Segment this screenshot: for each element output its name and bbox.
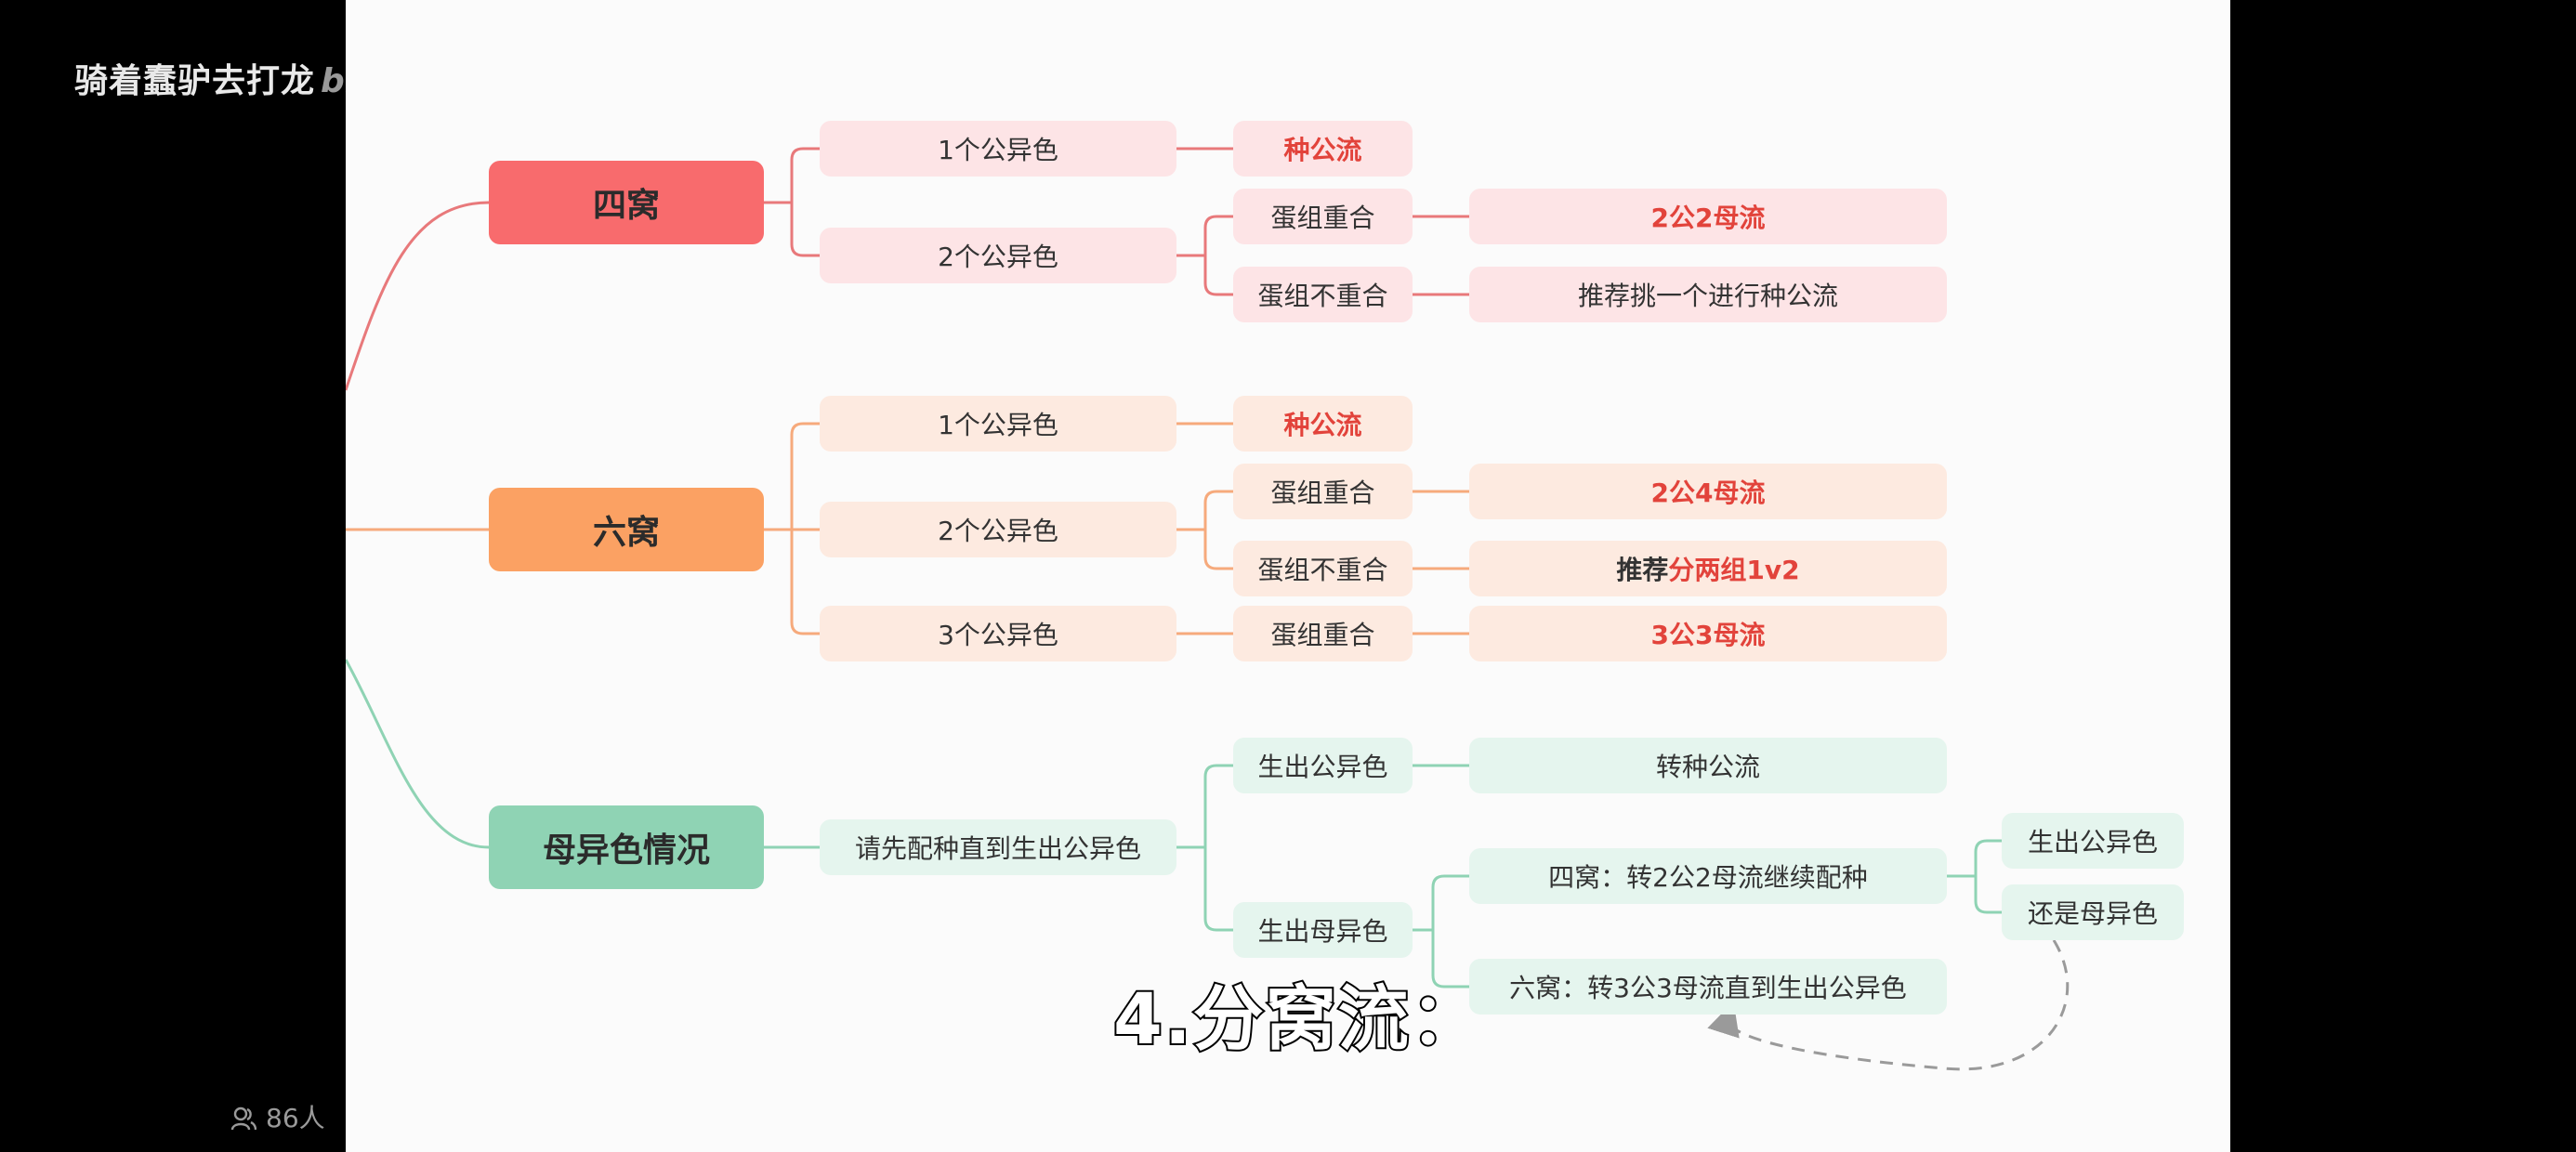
node-outcome-male: 生出公异色 [2002, 813, 2184, 869]
node-outcome-female: 还是母异色 [2002, 884, 2184, 940]
video-frame: 四窝 1个公异色 种公流 2个公异色 蛋组重合 2公2母流 蛋组不重合 推荐挑一… [346, 0, 2230, 1152]
node-six-nest-three-overlap-result: 3公3母流 [1469, 606, 1947, 661]
node-four-nest-overlap-result: 2公2母流 [1469, 189, 1947, 244]
channel-name-text: 骑着蠢驴去打龙 [74, 62, 316, 100]
node-four-nest: 四窝 [489, 161, 764, 244]
node-six-nest-one-male-result: 种公流 [1233, 396, 1413, 452]
node-six-nest-three-male: 3个公异色 [820, 606, 1176, 661]
node-got-male: 生出公异色 [1233, 738, 1413, 793]
node-four-nest-no-overlap-result: 推荐挑一个进行种公流 [1469, 267, 1947, 322]
people-icon [230, 1106, 256, 1131]
node-four-nest-overlap: 蛋组重合 [1233, 189, 1413, 244]
node-six-nest-overlap: 蛋组重合 [1233, 464, 1413, 519]
node-six-nest-overlap-result: 2公4母流 [1469, 464, 1947, 519]
node-four-nest-no-overlap: 蛋组不重合 [1233, 267, 1413, 322]
no-overlap-result-prefix: 推荐 [1616, 555, 1669, 585]
node-six-nest-one-male: 1个公异色 [820, 396, 1176, 452]
mindmap-connectors [346, 147, 2070, 1071]
node-six-nest-two-male: 2个公异色 [820, 502, 1176, 557]
node-four-nest-one-male-result: 种公流 [1233, 121, 1413, 177]
node-four-nest-two-male: 2个公异色 [820, 228, 1176, 283]
node-six-nest: 六窝 [489, 488, 764, 571]
node-four-nest-one-male: 1个公异色 [820, 121, 1176, 177]
subtitle-caption: 4.分窝流： [1111, 975, 1483, 1062]
node-got-male-result: 转种公流 [1469, 738, 1947, 793]
node-six-nest-action: 六窝：转3公3母流直到生出公异色 [1469, 959, 1947, 1015]
node-got-female: 生出母异色 [1233, 902, 1413, 958]
node-female-shiny-step: 请先配种直到生出公异色 [820, 819, 1176, 875]
node-female-shiny: 母异色情况 [489, 805, 764, 889]
node-six-nest-three-overlap: 蛋组重合 [1233, 606, 1413, 661]
node-six-nest-no-overlap-result: 推荐分两组1v2 [1469, 541, 1947, 596]
viewer-count: 86人 [230, 1098, 325, 1135]
node-six-nest-no-overlap: 蛋组不重合 [1233, 541, 1413, 596]
no-overlap-result-highlight: 分两组1v2 [1668, 555, 1800, 585]
viewer-count-text: 86人 [266, 1103, 325, 1133]
node-four-nest-action: 四窝：转2公2母流继续配种 [1469, 848, 1947, 904]
